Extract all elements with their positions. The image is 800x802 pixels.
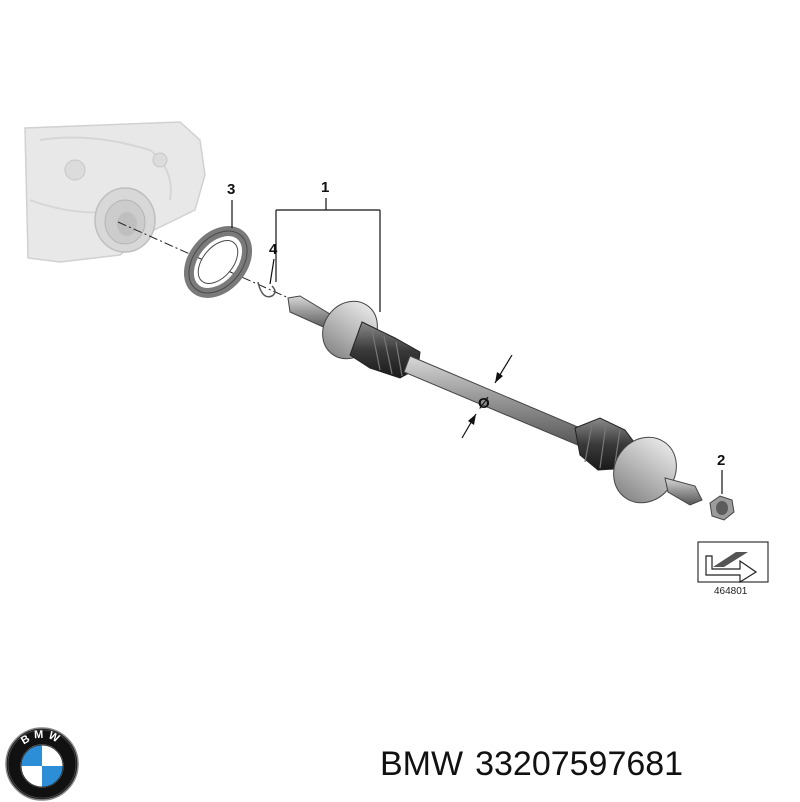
callout-label-3: 3 xyxy=(227,181,235,198)
drive-shaft xyxy=(287,295,703,506)
illustration-reference-number: 464801 xyxy=(714,586,748,597)
callout-2: 2 xyxy=(717,452,725,494)
part-number: 33207597681 xyxy=(475,745,684,783)
reference-icon: 464801 xyxy=(697,541,769,597)
callout-1: 1 xyxy=(275,179,381,312)
callout-4: 4 xyxy=(269,241,278,285)
part-caption: BMW 33207597681 xyxy=(380,736,695,792)
diameter-symbol: Ø xyxy=(478,395,490,412)
center-axis-line xyxy=(117,221,301,304)
differential-housing xyxy=(24,121,206,263)
bmw-logo: BMW xyxy=(5,727,79,801)
callout-label-2: 2 xyxy=(717,452,725,469)
circlip xyxy=(257,281,276,298)
callout-label-1: 1 xyxy=(321,179,329,196)
diameter-marker: Ø xyxy=(461,354,513,439)
callout-label-4: 4 xyxy=(269,241,278,258)
shim-ring xyxy=(183,226,253,298)
callout-3: 3 xyxy=(227,181,235,228)
brand-label: BMW xyxy=(380,745,464,783)
nut xyxy=(709,495,735,521)
